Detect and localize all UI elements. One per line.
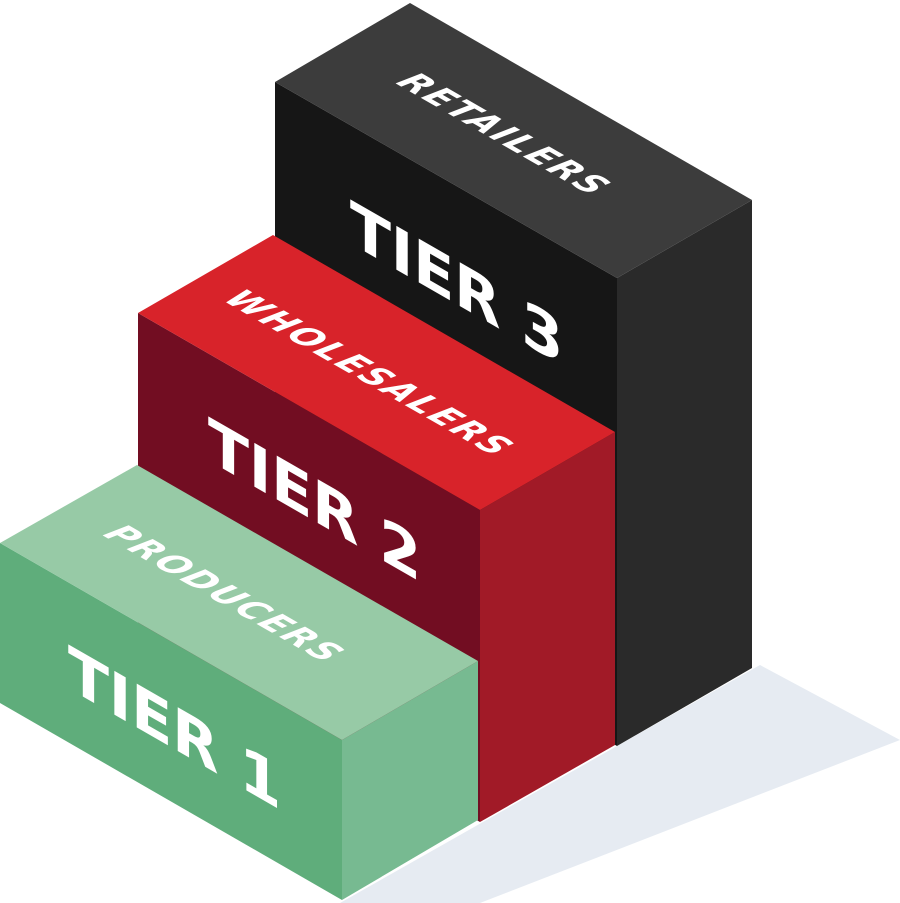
tier-2-top-face bbox=[138, 235, 615, 510]
tier-3-side-face bbox=[617, 200, 752, 746]
tier-1-block: PRODUCERS TIER 1 bbox=[0, 465, 478, 900]
ground-shadow bbox=[340, 665, 900, 903]
tier-1-front-face bbox=[0, 543, 342, 900]
tier-3-top-face bbox=[275, 3, 752, 278]
tier-1-side-face bbox=[342, 661, 478, 900]
tier-2-side-face bbox=[480, 432, 615, 822]
tier-1-top-face bbox=[0, 465, 478, 740]
